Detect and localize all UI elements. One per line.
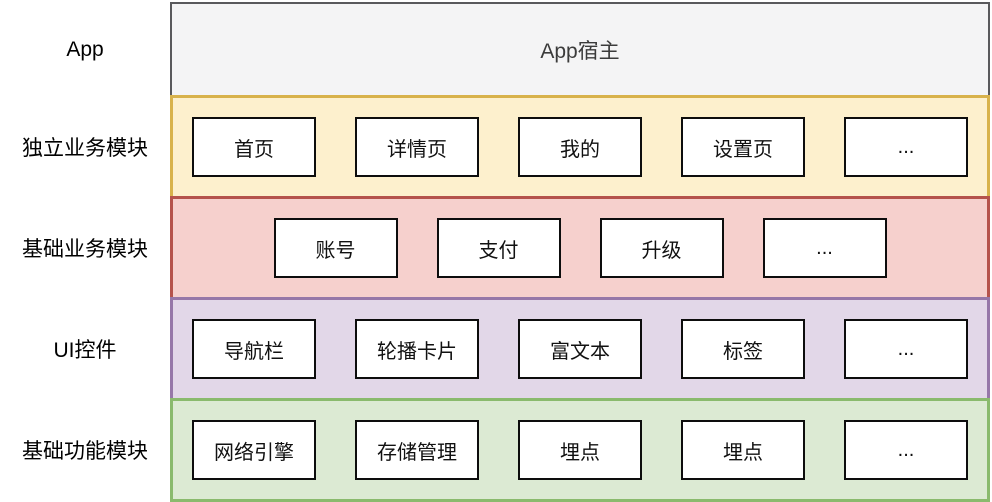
layer-row: 独立业务模块首页详情页我的设置页... bbox=[0, 95, 992, 199]
module-box: 设置页 bbox=[681, 117, 805, 177]
module-box: 埋点 bbox=[518, 420, 642, 480]
module-box: 我的 bbox=[518, 117, 642, 177]
module-box: 导航栏 bbox=[192, 319, 316, 379]
module-box: 埋点 bbox=[681, 420, 805, 480]
module-box: 存储管理 bbox=[355, 420, 479, 480]
layer-label: 基础功能模块 bbox=[22, 440, 148, 463]
module-box: 网络引擎 bbox=[192, 420, 316, 480]
module-box: ... bbox=[844, 319, 968, 379]
module-box: 详情页 bbox=[355, 117, 479, 177]
module-box: 轮播卡片 bbox=[355, 319, 479, 379]
layer-band: 导航栏轮播卡片富文本标签... bbox=[170, 297, 990, 401]
layer-row: UI控件 导航栏轮播卡片富文本标签... bbox=[0, 297, 992, 401]
module-box: 升级 bbox=[599, 218, 724, 278]
app-host-box: App宿主 bbox=[170, 2, 990, 98]
layer-band: 网络引擎存储管理埋点埋点... bbox=[170, 398, 990, 502]
layer-label: UI控件 bbox=[53, 339, 117, 362]
module-box: 富文本 bbox=[518, 319, 642, 379]
layer-row: 基础功能模块网络引擎存储管理埋点埋点... bbox=[0, 398, 992, 502]
module-box: 账号 bbox=[273, 218, 398, 278]
layer-band: 首页详情页我的设置页... bbox=[170, 95, 990, 199]
layer-row: 基础业务模块账号支付升级... bbox=[0, 196, 992, 300]
host-row: App App宿主 bbox=[0, 2, 992, 98]
module-box: 首页 bbox=[192, 117, 316, 177]
layer-rows: 独立业务模块首页详情页我的设置页...基础业务模块账号支付升级...UI控件导航… bbox=[0, 95, 992, 502]
module-box: ... bbox=[844, 117, 968, 177]
module-box: 支付 bbox=[436, 218, 561, 278]
layer-label: 独立业务模块 bbox=[22, 137, 148, 160]
module-box: ... bbox=[762, 218, 887, 278]
module-box: 标签 bbox=[681, 319, 805, 379]
app-host-label: App宿主 bbox=[540, 40, 620, 63]
layer-band: 账号支付升级... bbox=[170, 196, 990, 300]
module-box: ... bbox=[844, 420, 968, 480]
layer-label: 基础业务模块 bbox=[22, 238, 148, 261]
host-row-label: App bbox=[66, 38, 104, 61]
